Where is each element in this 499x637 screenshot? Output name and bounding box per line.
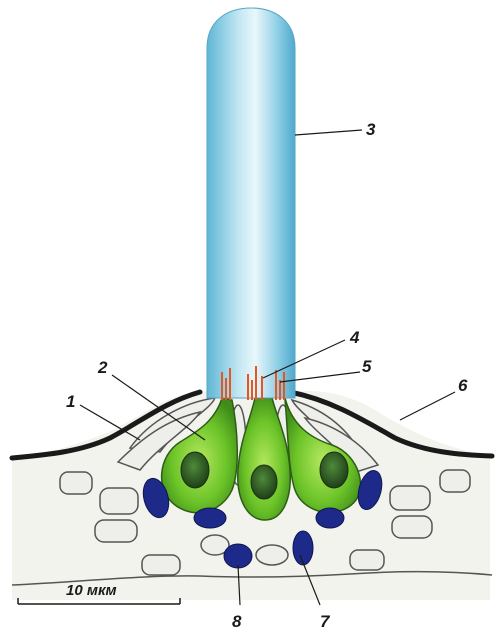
label-4: 4	[350, 328, 359, 348]
label-8: 8	[232, 612, 241, 632]
cupula	[207, 8, 295, 398]
label-6: 6	[458, 376, 467, 396]
label-3: 3	[366, 120, 375, 140]
scale-bar-label: 10 мкм	[66, 582, 117, 599]
label-7: 7	[320, 612, 329, 632]
label-1: 1	[66, 392, 75, 412]
label-2: 2	[98, 358, 107, 378]
label-5: 5	[362, 357, 371, 377]
leader-6	[400, 392, 455, 420]
leader-3	[295, 130, 362, 135]
